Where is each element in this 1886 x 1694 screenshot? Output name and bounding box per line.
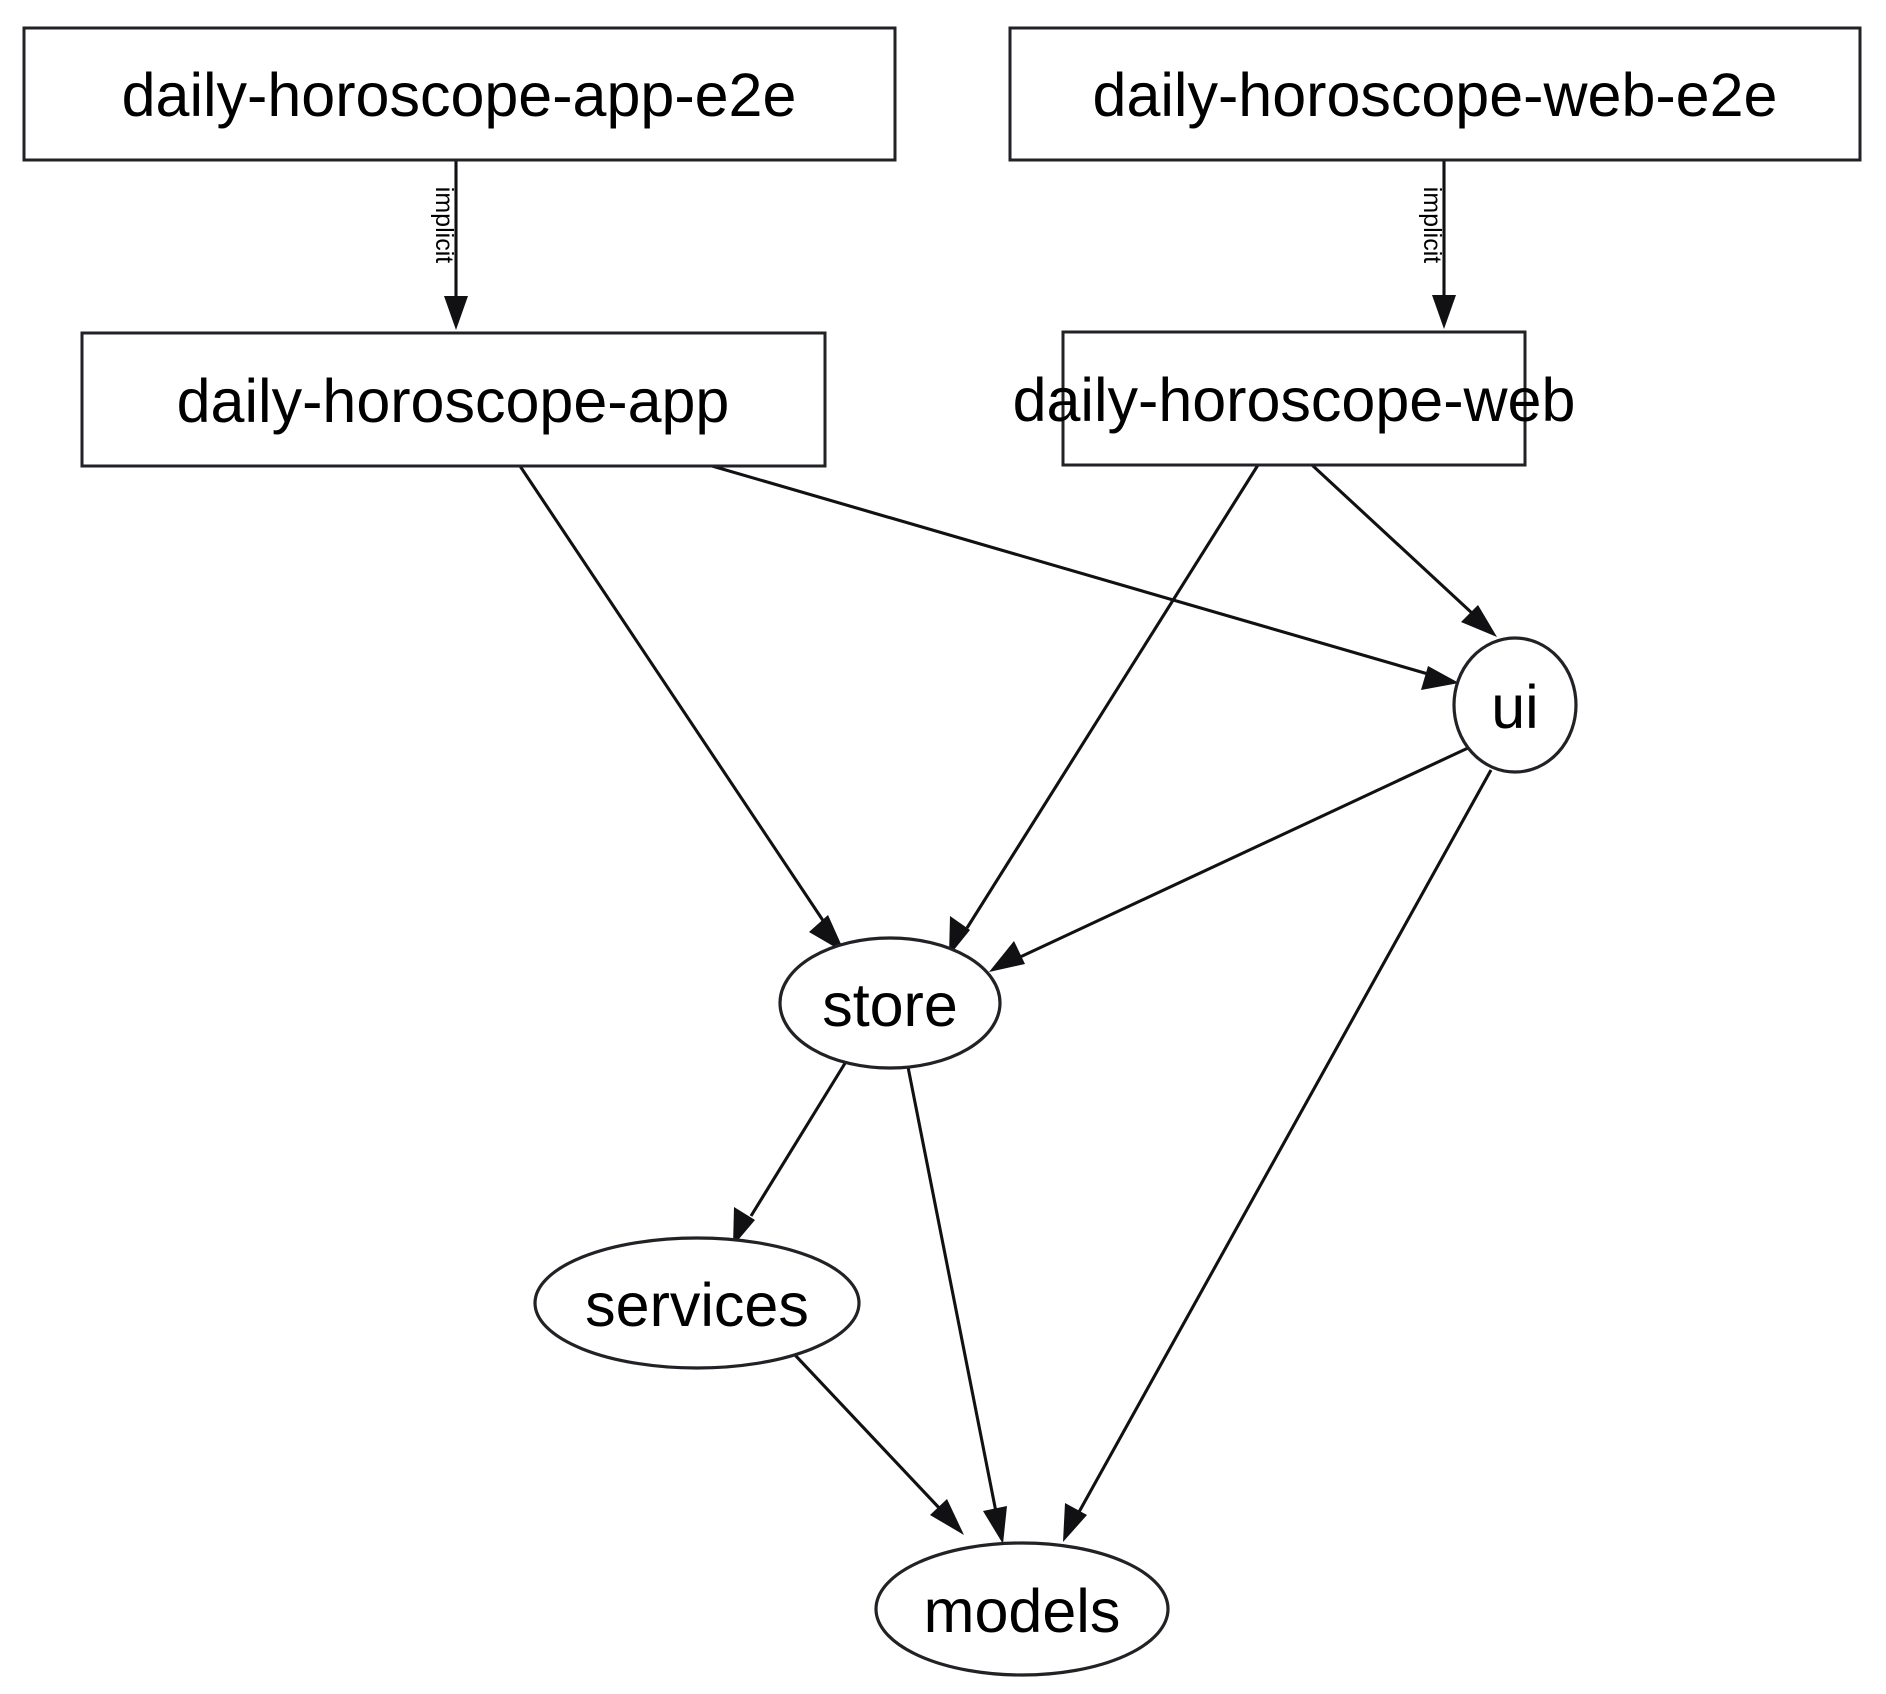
arrowhead-icon — [930, 1499, 964, 1535]
edge-line — [749, 1059, 849, 1217]
edge-line — [906, 1066, 998, 1513]
edge-line — [965, 464, 1260, 929]
edge-store-to-services — [733, 1059, 849, 1246]
edge-app-to-ui — [711, 464, 1459, 690]
node-ui[interactable]: ui — [1452, 636, 1578, 774]
node-label: daily-horoscope-app-e2e — [122, 61, 797, 129]
edge-web-to-store — [949, 464, 1260, 956]
node-box[interactable] — [1061, 330, 1527, 467]
edge-line — [793, 1353, 944, 1513]
node-daily-horoscope-app[interactable]: daily-horoscope-app — [80, 331, 827, 468]
node-box[interactable] — [22, 26, 897, 162]
edge-web-to-ui — [1310, 463, 1497, 637]
node-label: models — [924, 1577, 1121, 1645]
node-services[interactable]: services — [533, 1236, 861, 1370]
arrowhead-icon — [444, 296, 468, 330]
node-ellipse[interactable] — [533, 1236, 861, 1370]
edge-line — [711, 464, 1429, 676]
arrowhead-icon — [989, 941, 1025, 972]
node-label: daily-horoscope-web-e2e — [1093, 61, 1778, 129]
arrowhead-icon — [1461, 605, 1497, 637]
node-ellipse[interactable] — [1452, 636, 1578, 774]
edge-line — [1017, 746, 1469, 960]
node-label: daily-horoscope-web — [1013, 366, 1576, 434]
node-label: store — [822, 971, 958, 1039]
arrowhead-icon — [949, 916, 970, 956]
node-label: daily-horoscope-app — [177, 367, 730, 435]
node-box[interactable] — [80, 331, 827, 468]
node-label: ui — [1491, 673, 1538, 741]
edge-web-e2e-to-web: implicit — [1418, 160, 1456, 329]
node-store[interactable]: store — [778, 936, 1002, 1070]
node-ellipse[interactable] — [874, 1541, 1170, 1677]
edge-store-to-models — [906, 1066, 1007, 1544]
edge-label-implicit-web: implicit — [1418, 187, 1446, 263]
edge-app-to-store — [518, 465, 845, 953]
node-models[interactable]: models — [874, 1541, 1170, 1677]
arrowhead-icon — [1421, 666, 1459, 690]
edge-app-e2e-to-app: implicit — [430, 160, 468, 330]
node-daily-horoscope-web[interactable]: daily-horoscope-web — [1013, 330, 1576, 467]
node-daily-horoscope-app-e2e[interactable]: daily-horoscope-app-e2e — [22, 26, 897, 162]
arrowhead-icon — [983, 1506, 1007, 1544]
node-box[interactable] — [1008, 26, 1862, 162]
arrowhead-icon — [733, 1207, 755, 1246]
arrowhead-icon — [1063, 1503, 1087, 1542]
arrowhead-icon — [1432, 295, 1456, 329]
edge-line — [1310, 463, 1475, 616]
edge-services-to-models — [793, 1353, 964, 1535]
edge-ui-to-models — [1063, 769, 1493, 1542]
node-ellipse[interactable] — [778, 936, 1002, 1070]
arrowhead-icon — [809, 915, 845, 953]
edge-label-implicit-app: implicit — [430, 187, 458, 263]
node-label: services — [585, 1271, 809, 1339]
edge-line — [518, 465, 828, 926]
edge-ui-to-store — [989, 746, 1469, 972]
edge-line — [1077, 769, 1493, 1513]
node-daily-horoscope-web-e2e[interactable]: daily-horoscope-web-e2e — [1008, 26, 1862, 162]
